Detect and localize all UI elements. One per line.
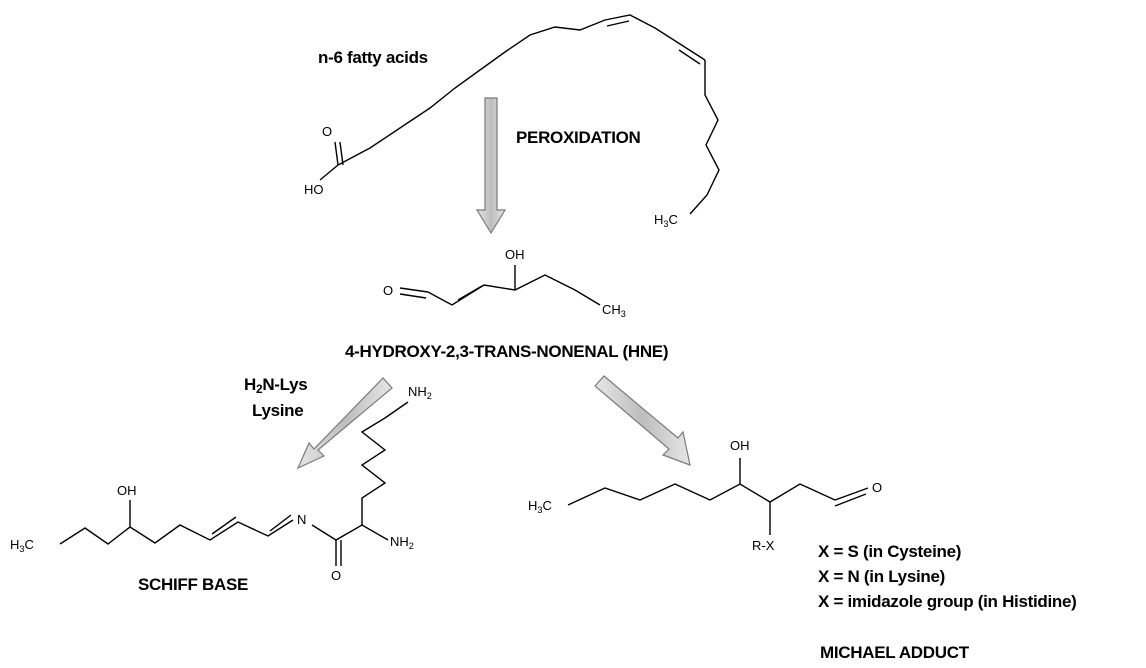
- michael-adduct-methyl: H3C: [528, 498, 552, 515]
- fatty-acid-chain: [337, 14, 706, 166]
- fatty-acid-double-bond-1: [606, 20, 630, 27]
- lysine-alpha-amine: NH2: [390, 534, 414, 551]
- michael-adduct-structure: [567, 458, 869, 535]
- fatty-acid-methyl: H3C: [654, 212, 678, 229]
- peroxidation-arrow: [475, 97, 507, 235]
- schiff-base-label: SCHIFF BASE: [138, 575, 249, 594]
- schiff-base-chain: [59, 500, 294, 545]
- michael-adduct-hydroxyl: OH: [730, 438, 750, 453]
- schiff-base-hydroxyl: OH: [117, 483, 137, 498]
- hne-structure: [399, 265, 601, 306]
- fatty-acid-oh-bond: [319, 164, 339, 181]
- hne-trans-double-bond: [457, 285, 483, 301]
- schiff-base-arrow: [296, 377, 393, 470]
- x-lysine-label: X = N (in Lysine): [818, 567, 945, 586]
- schiff-base-trans-double-bond: [211, 516, 237, 535]
- hne-hydroxyl: OH: [505, 247, 525, 262]
- peroxidation-label: PEROXIDATION: [516, 128, 641, 147]
- fatty-acid-structure: [319, 14, 720, 215]
- fatty-acid-tail: [689, 60, 720, 215]
- hne-aldehyde-o: O: [383, 283, 394, 298]
- schiff-base-imine-n: N: [297, 512, 307, 527]
- lysine-epsilon-amine: NH2: [408, 384, 432, 401]
- fatty-acid-hydroxyl: HO: [304, 182, 324, 197]
- fatty-acids-label: n-6 fatty acids: [318, 48, 428, 67]
- hne-label: 4-HYDROXY-2,3-TRANS-NONENAL (HNE): [345, 342, 669, 361]
- schiff-base-methyl: H3C: [10, 537, 34, 554]
- hne-aldehyde-co-2: [399, 293, 427, 299]
- michael-adduct-aldehyde-o: O: [872, 480, 883, 495]
- michael-adduct-rx: R-X: [752, 538, 775, 553]
- michael-adduct-aldehyde-co-2: [834, 493, 867, 507]
- schiff-base-imine-double-bond: [269, 514, 292, 532]
- fatty-acid-double-bond-2: [678, 49, 701, 65]
- x-histidine-label: X = imidazole group (in Histidine): [818, 592, 1077, 611]
- lysine-linkage: [311, 524, 389, 541]
- michael-adduct-arrow: [594, 375, 691, 466]
- lysine-side-chain: [360, 401, 409, 525]
- lysine-reagent-label: Lysine: [252, 401, 304, 420]
- lysine-reagent-formula: H2N-Lys: [244, 375, 308, 396]
- schiff-base-carbonyl-o: O: [331, 568, 342, 583]
- fatty-acid-carbonyl: [334, 141, 339, 166]
- michael-adduct-label: MICHAEL ADDUCT: [820, 643, 969, 662]
- fatty-acid-carbonyl-2: [339, 141, 344, 166]
- schiff-base-structure: [59, 401, 409, 566]
- x-cysteine-label: X = S (in Cysteine): [818, 542, 962, 561]
- fatty-acid-carbonyl-o: O: [322, 124, 333, 139]
- hne-methyl: CH3: [602, 302, 626, 319]
- michael-adduct-chain: [567, 483, 869, 506]
- hne-aldehyde-co: [399, 287, 429, 293]
- hne-chain: [427, 274, 601, 306]
